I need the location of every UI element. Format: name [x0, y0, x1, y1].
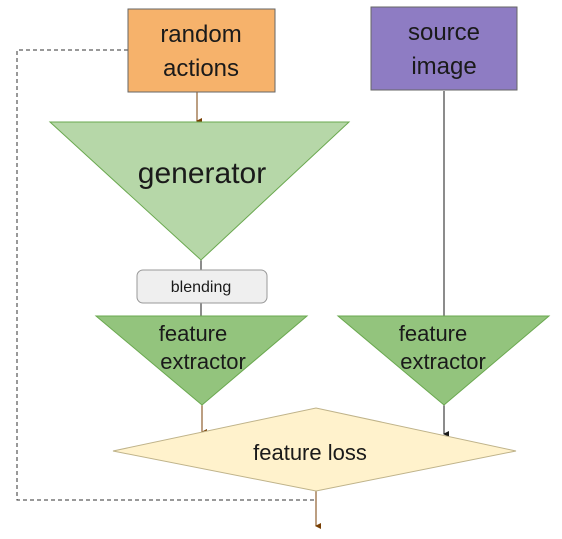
- blending-label: blending: [171, 279, 232, 296]
- random-actions-node: random actions: [127, 8, 276, 93]
- generator-label: generator: [138, 157, 266, 190]
- blending-node: blending: [136, 269, 268, 304]
- source-image-label-line2: image: [411, 53, 476, 80]
- feature-loss-label: feature loss: [253, 440, 367, 465]
- feature-extractor-right-label-line2: extractor: [400, 349, 486, 374]
- random-actions-label-line1: random: [160, 21, 241, 48]
- random-actions-label-line2: actions: [163, 55, 239, 82]
- feature-extractor-left-label-line2: extractor: [160, 349, 246, 374]
- feature-extractor-left-node: feature extractor: [94, 315, 309, 406]
- feature-extractor-right-label-line1: feature: [399, 321, 468, 346]
- dashed-feedback-edge: [16, 49, 314, 501]
- feature-loss-node: feature loss: [112, 407, 517, 492]
- source-image-label-line1: source: [408, 19, 480, 46]
- feature-extractor-left-label-line1: feature: [159, 321, 228, 346]
- source-image-node: source image: [370, 6, 518, 91]
- generator-node: generator: [48, 121, 351, 261]
- feature-extractor-right-node: feature extractor: [336, 315, 551, 406]
